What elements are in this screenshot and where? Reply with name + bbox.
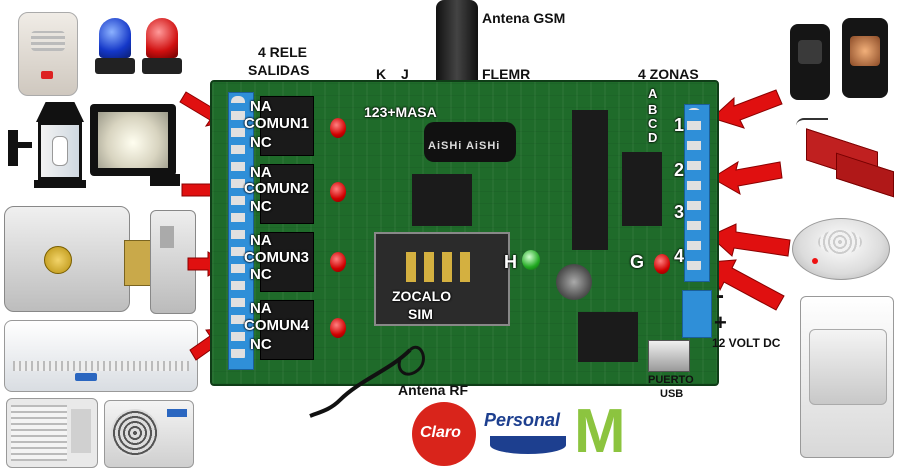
relay-led-4 <box>330 318 346 338</box>
relay-3 <box>260 232 314 292</box>
sim-socket <box>374 232 510 326</box>
claro-logo-text: Claro <box>420 424 461 441</box>
capacitor-label: AiSHi AiSHi <box>428 140 501 152</box>
label-zona-1: 1 <box>674 115 685 135</box>
label-led-h: H <box>504 252 517 272</box>
label-led-g: G <box>630 252 645 272</box>
ic-chip-3 <box>622 152 662 226</box>
label-k: K <box>376 66 387 82</box>
infrared-barrier-icon <box>790 18 890 104</box>
window-air-conditioner-icon <box>6 398 98 468</box>
split-air-conditioner-icon <box>4 320 198 392</box>
electrolytic-capacitor <box>556 264 592 300</box>
label-minus: - <box>716 282 724 309</box>
label-puerto-1: PUERTO <box>648 374 694 386</box>
claro-logo <box>412 402 476 466</box>
flood-light-icon <box>90 104 186 194</box>
relay-1 <box>260 96 314 156</box>
label-nc-1: NC <box>250 134 272 151</box>
relay-2 <box>260 164 314 224</box>
label-rele-title-2: SALIDAS <box>248 62 310 78</box>
label-puerto-2: USB <box>660 388 684 400</box>
motion-sensor-icon <box>800 296 894 458</box>
relay-led-3 <box>330 252 346 272</box>
label-comun1: COMUN1 <box>244 115 310 132</box>
arrow-zona-1 <box>711 89 783 129</box>
gsm-antenna-icon <box>436 0 478 92</box>
label-plus: + <box>714 310 727 335</box>
relay-4 <box>260 300 314 360</box>
led-h <box>522 250 540 270</box>
capacitor <box>424 122 516 162</box>
label-zona-b: B <box>648 102 658 117</box>
power-terminal-block <box>682 290 712 338</box>
label-zona-d: D <box>648 130 658 145</box>
label-zona-c: C <box>648 116 658 131</box>
label-masa: 123+MASA <box>364 104 437 120</box>
label-zona-3: 3 <box>674 202 685 222</box>
label-j: J <box>401 66 409 82</box>
red-beacon-icon <box>142 18 182 78</box>
label-flemr: FLEMR <box>482 66 531 82</box>
label-zona-4: 4 <box>674 246 685 266</box>
label-nc-4: NC <box>250 336 272 353</box>
blue-beacon-icon <box>95 18 135 78</box>
personal-logo-text: Personal <box>484 410 561 430</box>
label-nc-2: NC <box>250 198 272 215</box>
label-zocalo-2: SIM <box>408 306 433 322</box>
magnetic-contact-icon <box>796 118 896 198</box>
led-g <box>654 254 670 274</box>
label-zonas-title: 4 ZONAS <box>638 66 699 82</box>
label-na-2: NA <box>250 164 272 181</box>
pcb-board: AiSHi AiSHi <box>210 80 719 386</box>
label-rele-title-1: 4 RELE <box>258 44 308 60</box>
ic-chip-2 <box>572 110 608 250</box>
label-zona-a: A <box>648 86 658 101</box>
movistar-logo: M <box>574 397 626 466</box>
wall-lantern-icon <box>8 102 86 194</box>
rf-antenna-icon <box>309 346 425 418</box>
label-nc-3: NC <box>250 266 272 283</box>
arrow-zona-3 <box>709 223 791 257</box>
arrow-zona-4 <box>709 259 785 311</box>
usb-port[interactable] <box>648 340 690 372</box>
outdoor-ac-unit-icon <box>104 400 194 468</box>
label-na-4: NA <box>250 300 272 317</box>
label-zona-2: 2 <box>674 160 685 180</box>
electric-lock-icon <box>4 206 196 314</box>
label-antena-gsm: Antena GSM <box>482 10 566 26</box>
ic-chip-1 <box>412 174 472 226</box>
terminal-screws-left <box>231 96 245 362</box>
smoke-detector-icon <box>792 208 890 286</box>
relay-led-2 <box>330 182 346 202</box>
label-volt: 12 VOLT DC <box>712 336 781 350</box>
arrow-zona-2 <box>711 160 783 196</box>
label-comun2: COMUN2 <box>244 180 310 197</box>
personal-logo-swoosh <box>490 436 566 454</box>
ic-chip-4 <box>578 312 638 362</box>
label-antena-rf: Antena RF <box>398 382 468 398</box>
label-na-1: NA <box>250 98 272 115</box>
label-na-3: NA <box>250 232 272 249</box>
label-zocalo-1: ZOCALO <box>392 288 452 304</box>
siren-icon <box>18 12 78 96</box>
terminal-screws-right <box>687 108 701 274</box>
label-comun3: COMUN3 <box>244 249 310 266</box>
relay-led-1 <box>330 118 346 138</box>
label-comun4: COMUN4 <box>244 317 310 334</box>
